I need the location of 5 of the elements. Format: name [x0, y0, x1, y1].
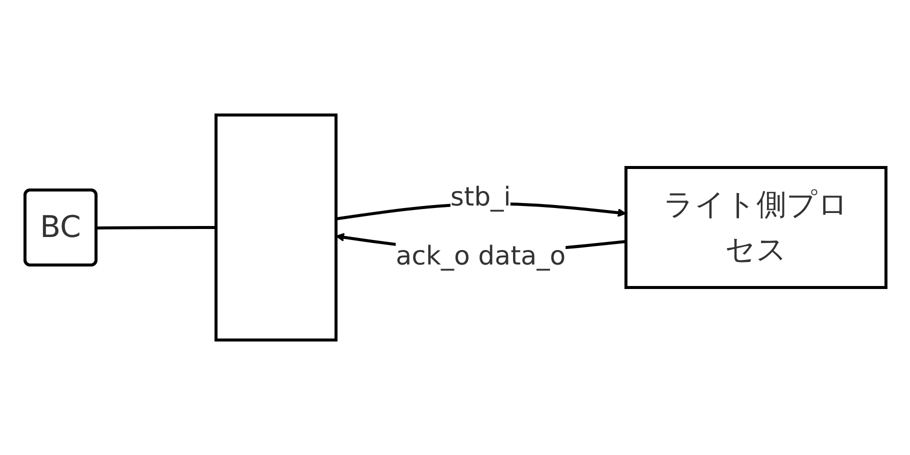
edge-label: stb_i [450, 182, 510, 213]
node-box: ライト側プロセス [624, 166, 887, 289]
node-bar [214, 114, 338, 342]
connector [96, 226, 216, 230]
edge-label: ack_o data_o [395, 241, 566, 272]
